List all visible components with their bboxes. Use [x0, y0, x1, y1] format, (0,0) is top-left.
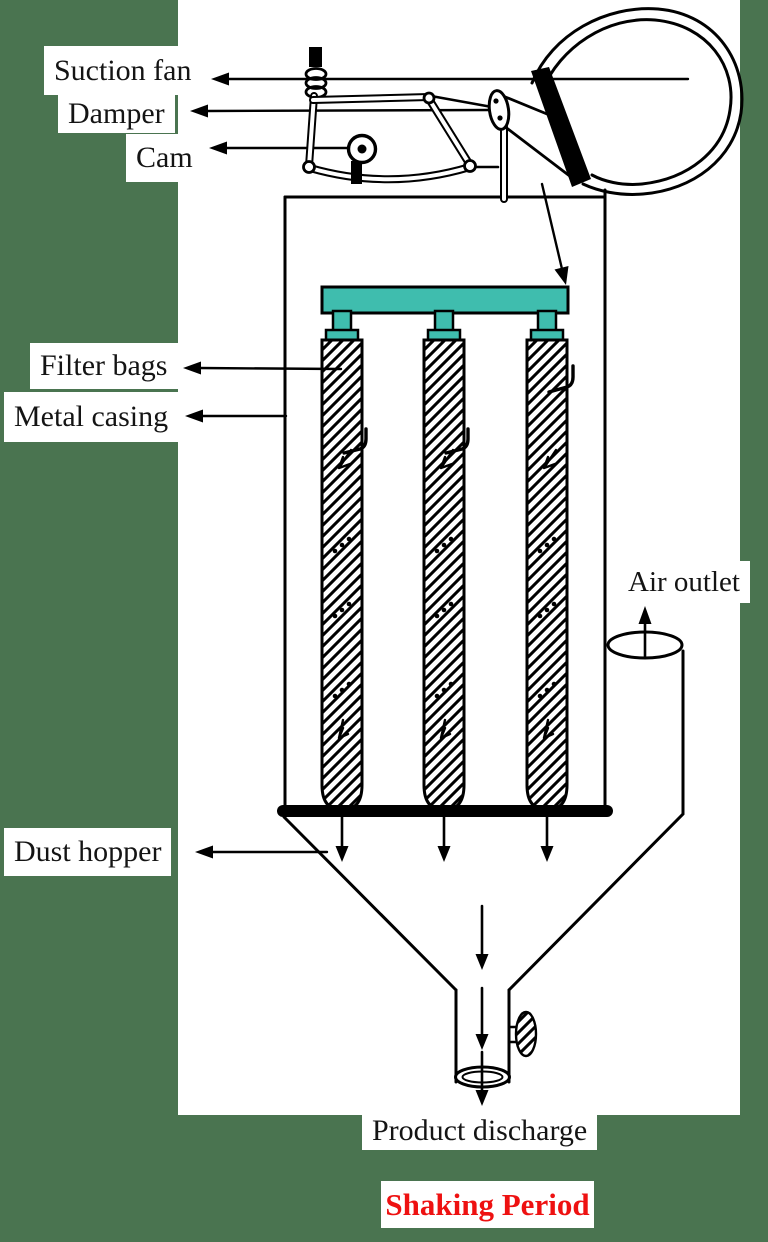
label-text: Filter bags: [40, 349, 168, 382]
dust-hopper-shape: [282, 815, 538, 1089]
fan-scroll-inner: [540, 18, 733, 186]
metal-casing-outline: [283, 188, 607, 819]
fan-scroll-outer: [530, 7, 744, 196]
title-text: Shaking Period: [385, 1187, 590, 1222]
inlet-arrow: [540, 182, 564, 271]
label-text: Product discharge: [372, 1114, 588, 1147]
cam: [346, 133, 378, 184]
label-product-discharge: Product discharge: [362, 1112, 598, 1150]
label-dust-hopper: Dust hopper: [4, 828, 172, 876]
filter-bags: [320, 338, 575, 812]
bag-hooks: [342, 364, 575, 455]
label-cam: Cam: [126, 134, 203, 182]
label-filter-bags: Filter bags: [30, 343, 178, 389]
fan-inlet-slot: [531, 67, 591, 187]
manifold-bar: [320, 285, 570, 315]
discharge-valve: [507, 1010, 538, 1058]
label-suction-fan: Suction fan: [44, 46, 202, 95]
filter-bag: [422, 338, 466, 812]
flow-arrows: [335, 814, 554, 1106]
label-text: Air outlet: [628, 565, 740, 598]
figure-title: Shaking Period: [381, 1181, 594, 1228]
air-outlet-arrow: [638, 606, 652, 624]
label-text: Damper: [68, 97, 165, 130]
linkage: [302, 91, 500, 184]
suction-fan: [530, 7, 744, 196]
label-text: Dust hopper: [14, 835, 162, 868]
label-damper: Damper: [58, 95, 175, 133]
rod-cap: [309, 47, 322, 67]
damper-valve: [487, 89, 573, 203]
label-air-outlet: Air outlet: [618, 561, 750, 603]
shaker-manifold: [320, 285, 570, 343]
label-text: Metal casing: [14, 400, 169, 433]
label-metal-casing: Metal casing: [4, 392, 179, 442]
filter-bag: [525, 338, 569, 812]
label-text: Suction fan: [54, 53, 192, 87]
filter-bag: [320, 338, 364, 812]
label-text: Cam: [136, 141, 193, 174]
pointer-arrows: [183, 72, 690, 859]
shaker-mechanism: [302, 47, 573, 203]
air-outlet-duct: [507, 606, 685, 992]
